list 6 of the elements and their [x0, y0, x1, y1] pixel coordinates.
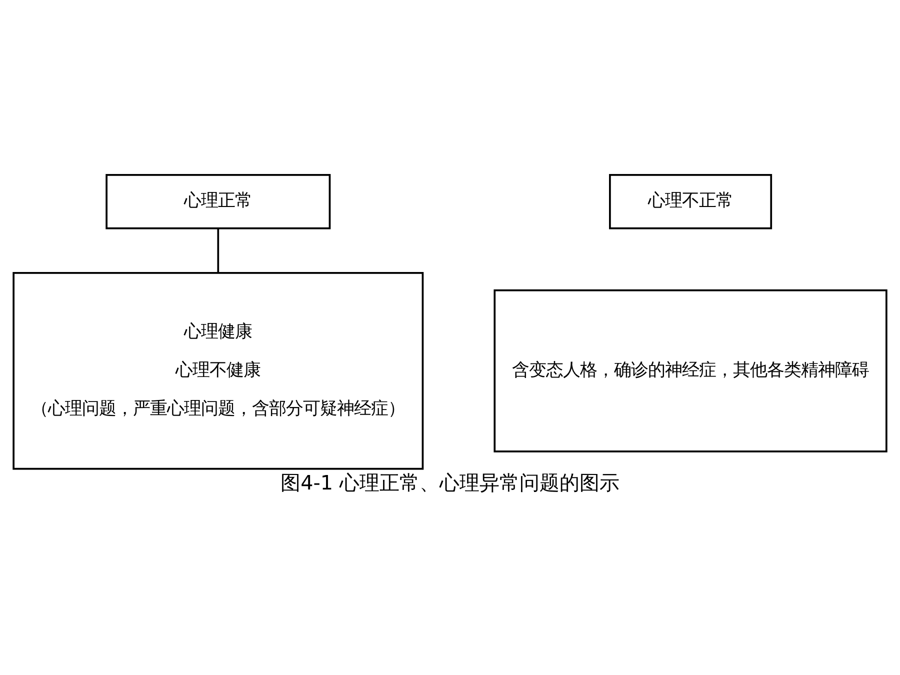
node-box: 心理健康 心理不健康 （心理问题，严重心理问题，含部分可疑神经症） [12, 271, 424, 470]
connector [217, 228, 220, 272]
node-box: 心理正常 [106, 174, 331, 229]
node-box: 含变态人格，确诊的神经症，其他各类精神障碍 [494, 288, 888, 452]
node-box: 心理不正常 [609, 174, 772, 229]
caption: 图4-1 心理正常、心理异常问题的图示 [280, 471, 620, 494]
